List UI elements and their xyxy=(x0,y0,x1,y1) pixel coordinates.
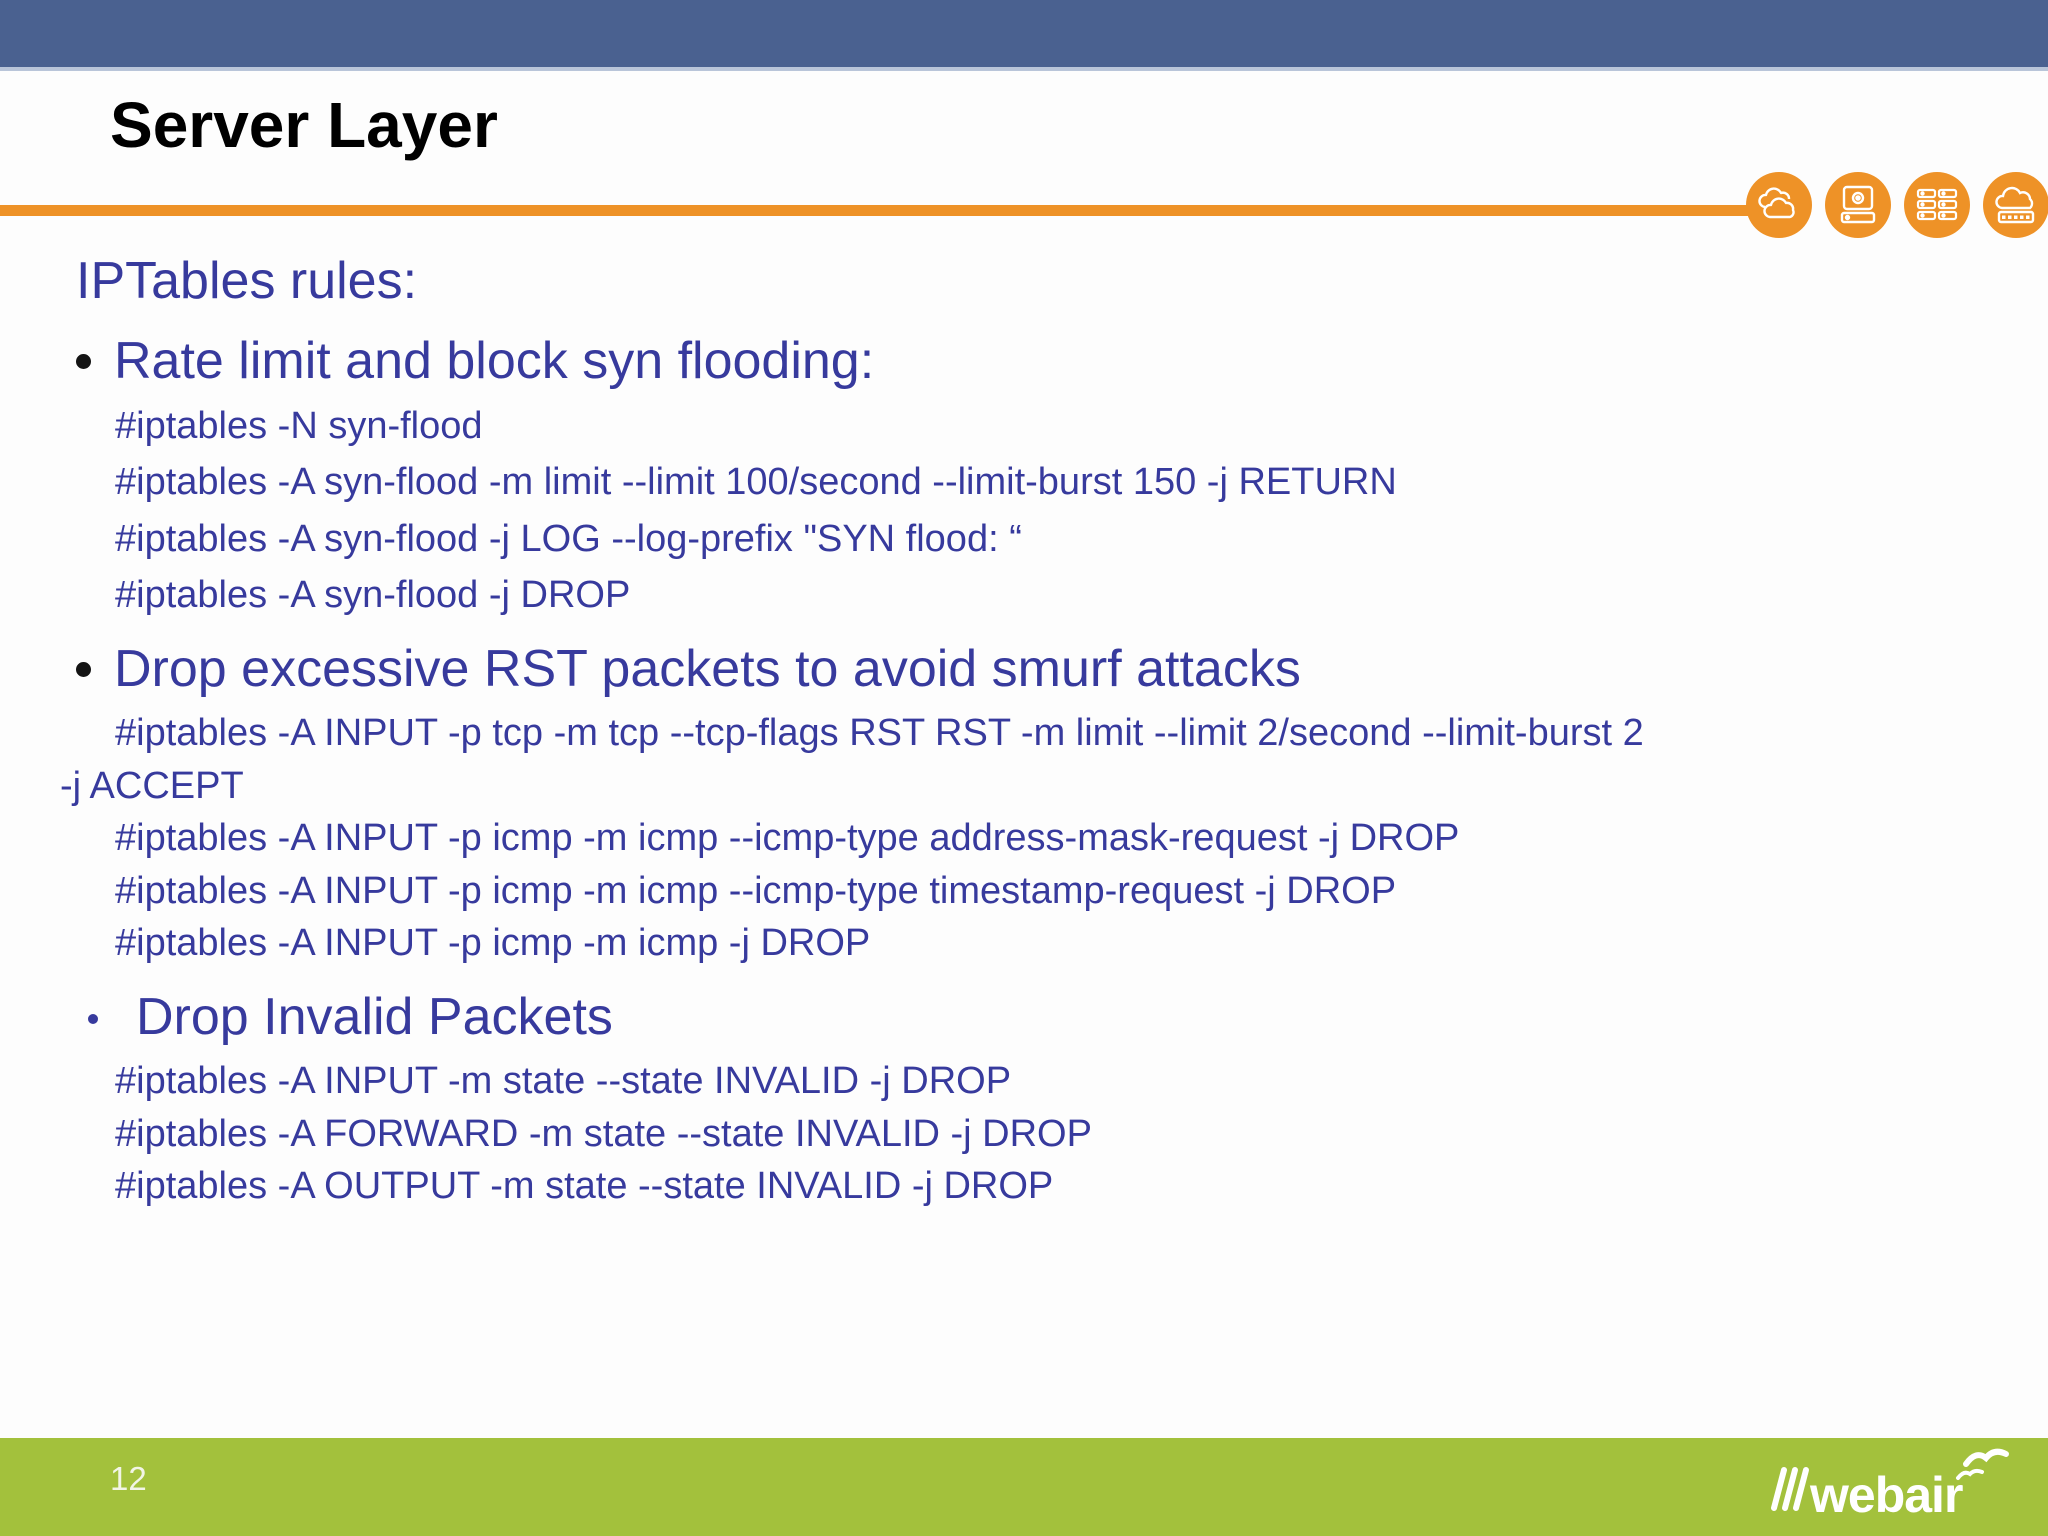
code-line: #iptables -A syn-flood -m limit --limit … xyxy=(115,461,1397,504)
code-line: #iptables -A INPUT -p tcp -m tcp --tcp-f… xyxy=(115,712,1644,755)
bullet-heading: Rate limit and block syn flooding: xyxy=(76,330,2012,392)
code-line: #iptables -A syn-flood -j DROP xyxy=(115,574,631,617)
bullet-heading: Drop excessive RST packets to avoid smur… xyxy=(76,638,2012,700)
code-line: #iptables -N syn-flood xyxy=(115,404,483,447)
slide-body: IPTables rules: Rate limit and block syn… xyxy=(60,250,2012,1216)
orange-divider-line xyxy=(0,205,1762,216)
code-line: #iptables -A OUTPUT -m state --state INV… xyxy=(115,1165,1054,1208)
code-line: #iptables -A FORWARD -m state --state IN… xyxy=(115,1112,1092,1155)
server-rack-icon xyxy=(1904,172,1970,238)
footer-bar: 12 webair xyxy=(0,1438,2048,1536)
intro-text: IPTables rules: xyxy=(76,252,418,310)
page-number: 12 xyxy=(110,1460,147,1497)
webair-logo: webair xyxy=(1770,1444,2022,1535)
bullet-section: Drop excessive RST packets to avoid smur… xyxy=(60,638,2012,968)
code-line: #iptables -A INPUT -p icmp -m icmp --icm… xyxy=(115,817,1460,860)
cloud-network-icon xyxy=(1983,172,2048,238)
code-line: #iptables -A syn-flood -j LOG --log-pref… xyxy=(115,517,1022,560)
header-icon-row xyxy=(1746,172,2048,238)
code-line: #iptables -A INPUT -p icmp -m icmp --icm… xyxy=(115,869,1397,912)
code-line: #iptables -A INPUT -p icmp -m icmp -j DR… xyxy=(115,922,871,965)
clouds-icon xyxy=(1746,172,1812,238)
top-banner xyxy=(0,0,2048,71)
bullet-heading: Drop Invalid Packets xyxy=(76,986,2012,1048)
logo-wordmark: webair xyxy=(1809,1467,1963,1523)
logo-slashes xyxy=(1771,1467,1809,1511)
code-line: #iptables -A INPUT -m state --state INVA… xyxy=(115,1060,1012,1103)
bird-icon xyxy=(1956,1448,2009,1480)
page-title: Server Layer xyxy=(110,89,498,161)
bullet-section: Rate limit and block syn flooding: #ipta… xyxy=(60,330,2012,619)
bullet-section: Drop Invalid Packets #iptables -A INPUT … xyxy=(60,986,2012,1211)
code-line: -j ACCEPT xyxy=(60,764,244,807)
desktop-computer-icon xyxy=(1825,172,1891,238)
